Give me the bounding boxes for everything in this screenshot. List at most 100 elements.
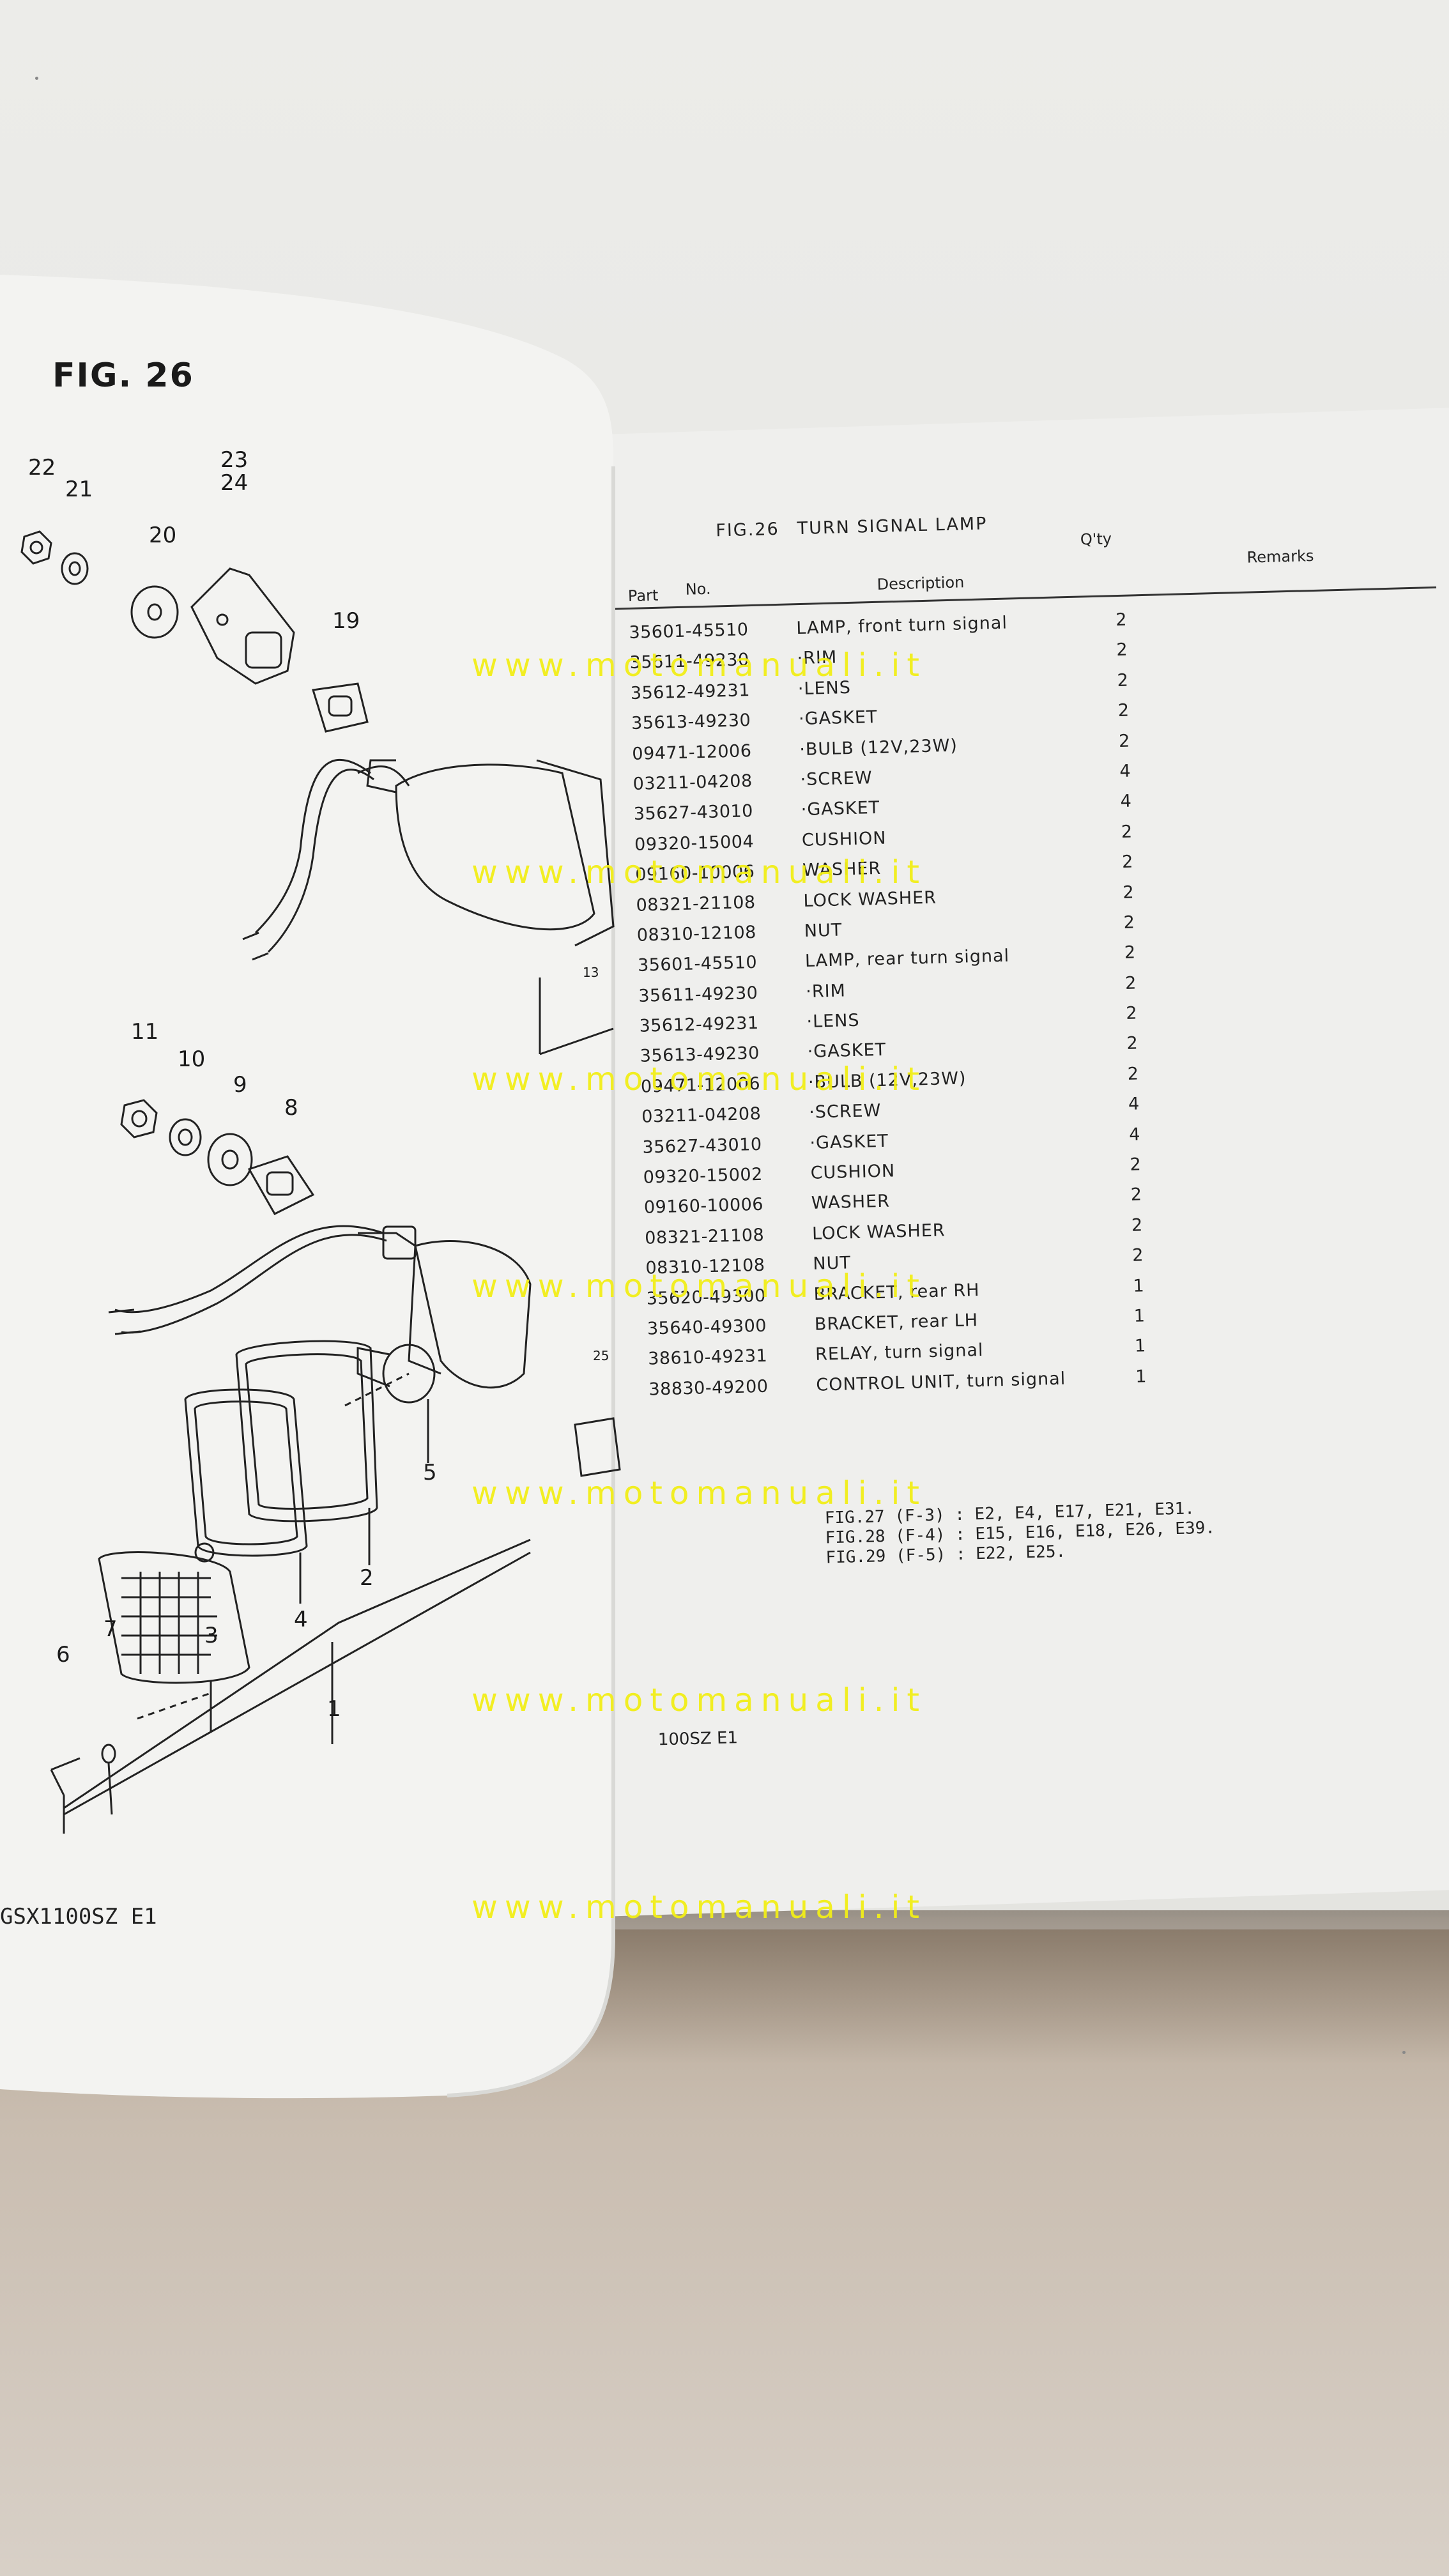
- callout-13: 13: [583, 965, 599, 980]
- part-number: 35601-45510: [629, 620, 749, 643]
- part-qty: 2: [1130, 1154, 1142, 1175]
- part-qty: 2: [1123, 912, 1135, 933]
- fig-label: FIG. 26: [52, 356, 194, 395]
- part-qty: 1: [1133, 1275, 1145, 1296]
- callout-10: 10: [178, 1046, 206, 1072]
- callout-21: 21: [65, 477, 93, 502]
- part-description: LOCK WASHER: [811, 1220, 946, 1244]
- part-description: RELAY, turn signal: [815, 1340, 984, 1365]
- rear-wire: [114, 1225, 384, 1314]
- watermark: www.motomanuali.it: [471, 1475, 927, 1512]
- part-qty: 2: [1117, 700, 1130, 721]
- part-number: 35627-43010: [642, 1134, 762, 1158]
- part-qty: 2: [1122, 882, 1134, 903]
- remarks-header: Remarks: [1246, 546, 1314, 567]
- front-lamp-13: [395, 763, 595, 931]
- part-qty: 4: [1128, 1124, 1140, 1145]
- part-number: 38830-49200: [648, 1376, 769, 1400]
- speck: [1402, 2051, 1406, 2054]
- part-qty: 2: [1131, 1215, 1143, 1236]
- callout-1: 1: [327, 1696, 341, 1722]
- part-description: ·GASKET: [801, 798, 880, 820]
- part-description: LAMP, front turn signal: [795, 613, 1008, 639]
- part-number: 08321-21108: [636, 892, 756, 916]
- part-qty: 4: [1119, 761, 1131, 781]
- left-page: FIG. 26 22 21 20 23 24 19 13 11 10 9 8 2…: [0, 275, 639, 2102]
- lens-3: [98, 1551, 250, 1684]
- bracket-23-24: [190, 567, 295, 685]
- part-number: 35640-49300: [647, 1315, 767, 1339]
- rear-lamp-body: [414, 1240, 532, 1389]
- part-qty: 2: [1117, 670, 1129, 691]
- part-description: LAMP, rear turn signal: [804, 946, 1010, 972]
- callout-3: 3: [204, 1623, 218, 1648]
- part-description: WASHER: [811, 1192, 891, 1214]
- watermark: www.motomanuali.it: [471, 647, 927, 684]
- exploded-diagram: [0, 275, 621, 2099]
- part-number: 03211-04208: [641, 1104, 762, 1128]
- part-number: 35611-49230: [638, 983, 758, 1006]
- header-rule: [606, 586, 1437, 610]
- washer-7: [101, 1744, 116, 1764]
- part-qty: 1: [1135, 1366, 1147, 1387]
- callout-6: 6: [56, 1642, 70, 1667]
- description-header: Description: [877, 573, 965, 594]
- watermark: www.motomanuali.it: [471, 1061, 927, 1098]
- part-qty: 4: [1120, 791, 1132, 812]
- part-number: 09320-15004: [634, 831, 755, 855]
- watermark: www.motomanuali.it: [471, 1682, 927, 1719]
- gasket-4: [184, 1388, 308, 1557]
- callout-5: 5: [423, 1460, 437, 1485]
- part-qty: 4: [1128, 1094, 1140, 1115]
- page-curl: [447, 466, 615, 2097]
- part-description: ·SCREW: [800, 768, 873, 790]
- speck: [35, 77, 38, 80]
- gasket-2: [235, 1340, 378, 1522]
- part-description: ·RIM: [805, 981, 847, 1002]
- nut-22: [20, 530, 52, 565]
- lock-washer-10: [169, 1118, 202, 1156]
- callout-8: 8: [284, 1095, 298, 1121]
- part-qty: 2: [1127, 1064, 1139, 1084]
- part-number: 09471-12006: [632, 740, 752, 764]
- cushion-8: [247, 1155, 315, 1215]
- callout-2: 2: [360, 1565, 374, 1591]
- nut-11: [120, 1099, 158, 1138]
- part-qty: 2: [1124, 973, 1137, 993]
- part-number: 35612-49231: [630, 680, 751, 703]
- part-description: ·SCREW: [808, 1101, 882, 1123]
- part-number: 08321-21108: [644, 1225, 765, 1248]
- screw-6: [50, 1757, 80, 1771]
- part-qty: 2: [1115, 610, 1127, 631]
- cushion-19: [312, 682, 369, 733]
- part-number: 09320-15002: [643, 1164, 763, 1188]
- fig-number: FIG.26: [715, 519, 780, 541]
- part-qty: 2: [1125, 1003, 1137, 1023]
- part-qty: 1: [1133, 1306, 1146, 1326]
- part-description: ·LENS: [806, 1010, 860, 1032]
- part-description: CUSHION: [801, 828, 887, 850]
- watermark: www.motomanuali.it: [471, 1889, 927, 1926]
- callout-22: 22: [28, 455, 56, 480]
- part-qty: 2: [1116, 640, 1128, 661]
- part-number: 08310-12108: [636, 922, 757, 946]
- callout-11: 11: [131, 1019, 159, 1045]
- part-description: ·GASKET: [809, 1131, 889, 1153]
- callout-9: 9: [233, 1072, 247, 1098]
- left-page-footer: GSX1100SZ E1: [0, 1904, 157, 1929]
- part-description: CONTROL UNIT, turn signal: [815, 1368, 1066, 1395]
- relay-25: [574, 1417, 621, 1477]
- callout-7: 7: [103, 1616, 118, 1642]
- callout-24: 24: [220, 470, 249, 496]
- lock-washer-21: [61, 552, 89, 585]
- part-description: BRACKET, rear LH: [814, 1310, 979, 1335]
- part-description: LOCK WASHER: [803, 887, 937, 911]
- part-number: 35613-49230: [631, 710, 751, 734]
- part-description: CUSHION: [810, 1161, 896, 1183]
- part-number: 35601-45510: [637, 953, 758, 976]
- part-qty: 2: [1124, 942, 1136, 963]
- callout-23: 23: [220, 447, 249, 473]
- part-number: 35612-49231: [639, 1013, 759, 1036]
- part-description: NUT: [804, 920, 843, 941]
